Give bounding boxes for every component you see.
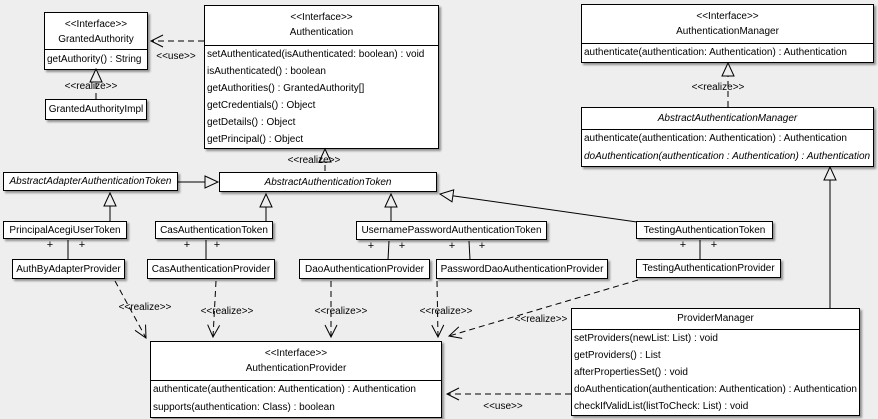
plus-role-label: +: [367, 240, 375, 252]
class-box-dao-authentication-provider[interactable]: DaoAuthenticationProvider: [299, 259, 430, 279]
realize-label: <<realize>>: [118, 302, 172, 313]
stereotype-label: <<Interface>>: [64, 19, 128, 30]
class-name: GrantedAuthorityImpl: [48, 104, 144, 115]
class-box-abstract-adapter-authentication-token[interactable]: AbstractAdapterAuthenticationToken: [3, 172, 178, 191]
class-box-authentication-provider[interactable]: <<Interface>> AuthenticationProvider aut…: [150, 341, 442, 418]
realize-label: <<realize>>: [419, 306, 473, 317]
method-row: afterPropertiesSet() : void: [574, 367, 688, 378]
plus-role-label: +: [398, 240, 406, 252]
class-name: AuthenticationProvider: [245, 363, 347, 374]
plus-role-label: +: [448, 240, 456, 252]
use-label: <<use>>: [156, 51, 196, 62]
class-name: AuthenticationManager: [676, 26, 779, 37]
method-row: doAuthentication(authentication: Authent…: [574, 384, 857, 395]
class-box-abstract-authentication-token[interactable]: AbstractAuthenticationToken: [219, 172, 437, 192]
generalization-testing-token: [438, 189, 638, 223]
class-name: AbstractAdapterAuthenticationToken: [9, 176, 172, 187]
method-row: supports(authentication: Class) : boolea…: [153, 402, 335, 413]
method-row: authenticate(authentication: Authenticat…: [153, 384, 416, 395]
plus-role-label: +: [710, 239, 718, 251]
method-row: authenticate(authentication: Authenticat…: [584, 133, 847, 144]
class-box-auth-by-adapter-provider[interactable]: AuthByAdapterProvider: [12, 259, 125, 279]
association-usernamepassword-dao: [387, 240, 390, 261]
method-row: getCredentials() : Object: [207, 100, 316, 111]
realize-label: <<realize>>: [64, 81, 118, 92]
realize-label: <<realize>>: [314, 306, 368, 317]
method-row: setProviders(newList: List) : void: [574, 333, 718, 344]
method-row: getProviders() : List: [574, 350, 661, 361]
class-name: UsernamePasswordAuthenticationToken: [361, 225, 542, 236]
class-box-password-dao-authentication-provider[interactable]: PasswordDaoAuthenticationProvider: [436, 259, 608, 279]
realize-label: <<realize>>: [287, 155, 341, 166]
class-box-abstract-authentication-manager[interactable]: AbstractAuthenticationManager authentica…: [581, 107, 874, 167]
class-name: AbstractAuthenticationManager: [657, 113, 798, 124]
method-row: getPrincipal() : Object: [207, 134, 304, 145]
method-row: setAuthenticated(isAuthenticated: boolea…: [207, 49, 425, 60]
class-box-granted-authority-impl[interactable]: GrantedAuthorityImpl: [45, 99, 147, 120]
class-box-granted-authority[interactable]: <<Interface>> GrantedAuthority getAuthor…: [44, 12, 148, 70]
class-name: ProviderManager: [677, 313, 754, 324]
method-row: getDetails() : Object: [207, 117, 296, 128]
plus-role-label: +: [213, 239, 221, 251]
class-name: AbstractAuthenticationToken: [264, 177, 392, 188]
class-name: PrincipalAcegiUserToken: [9, 225, 121, 236]
class-box-authentication[interactable]: <<Interface>> Authentication setAuthenti…: [204, 5, 439, 149]
stereotype-label: <<Interface>>: [264, 348, 328, 359]
plus-role-label: +: [46, 239, 54, 251]
class-box-cas-authentication-provider[interactable]: CasAuthenticationProvider: [147, 259, 275, 279]
class-name: Authentication: [289, 27, 354, 38]
class-name: TestingAuthenticationProvider: [642, 263, 775, 274]
realize-label: <<realize>>: [691, 82, 745, 93]
class-name: CasAuthenticationToken: [160, 225, 268, 236]
plus-role-label: +: [183, 239, 191, 251]
stereotype-label: <<Interface>>: [696, 11, 759, 22]
class-box-principal-acegi-user-token[interactable]: PrincipalAcegiUserToken: [3, 221, 127, 239]
class-name: PasswordDaoAuthenticationProvider: [440, 264, 604, 275]
method-row: isAuthenticated() : boolean: [207, 66, 326, 77]
plus-role-label: +: [478, 240, 486, 252]
use-label: <<use>>: [483, 401, 523, 412]
method-row: doAuthentication(authentication : Authen…: [584, 151, 871, 162]
realize-label: <<realize>>: [200, 306, 254, 317]
class-name: TestingAuthenticationToken: [643, 225, 766, 236]
plus-role-label: +: [78, 239, 86, 251]
association-usernamepassword-passworddao: [468, 240, 471, 261]
class-box-testing-authentication-token[interactable]: TestingAuthenticationToken: [636, 221, 773, 239]
realize-label: <<realize>>: [514, 314, 568, 325]
method-row: checkIfValidList(listToCheck: List) : vo…: [574, 401, 749, 412]
class-box-username-password-authentication-token[interactable]: UsernamePasswordAuthenticationToken: [356, 221, 547, 240]
class-box-provider-manager[interactable]: ProviderManager setProviders(newList: Li…: [571, 308, 860, 416]
class-box-authentication-manager[interactable]: <<Interface>> AuthenticationManager auth…: [581, 4, 874, 63]
method-row: authenticate(authentication: Authenticat…: [584, 47, 847, 58]
class-name: AuthByAdapterProvider: [16, 264, 121, 275]
class-name: CasAuthenticationProvider: [151, 264, 271, 275]
stereotype-label: <<Interface>>: [290, 12, 353, 23]
method-row: getAuthority() : String: [47, 54, 142, 65]
class-name: DaoAuthenticationProvider: [305, 264, 424, 275]
method-row: getAuthorities() : GrantedAuthority[]: [207, 83, 365, 94]
class-name: GrantedAuthority: [58, 34, 134, 45]
class-box-testing-authentication-provider[interactable]: TestingAuthenticationProvider: [636, 259, 781, 278]
class-box-cas-authentication-token[interactable]: CasAuthenticationToken: [155, 221, 273, 239]
plus-role-label: +: [679, 239, 687, 251]
